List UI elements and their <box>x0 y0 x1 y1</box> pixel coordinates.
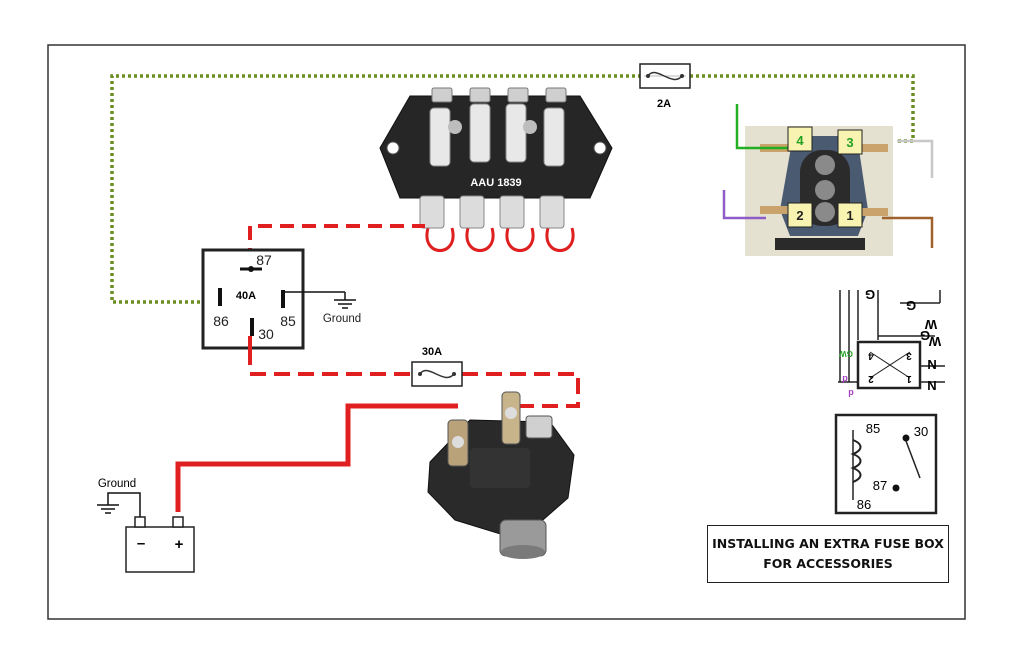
relay-sch-85: 85 <box>866 421 880 436</box>
switch-terminal-3: 3 <box>846 135 853 150</box>
fuse-box <box>379 87 613 252</box>
relay-pin-30: 30 <box>258 326 274 342</box>
fuse-30a <box>411 361 463 387</box>
diagram-title: INSTALLING AN EXTRA FUSE BOX FOR ACCESSO… <box>707 525 949 583</box>
sch-w2: W <box>928 334 941 349</box>
diagram-frame <box>47 44 966 620</box>
relay <box>201 248 356 350</box>
relay-pin-86: 86 <box>213 313 229 329</box>
sch-t2: 2 <box>868 373 874 384</box>
battery-feed-wire <box>175 403 458 512</box>
fuse-2a <box>639 63 691 89</box>
relay-to-solenoid-wire <box>248 336 580 408</box>
relay-sch-86: 86 <box>857 497 871 512</box>
sch-g1: G <box>865 287 875 302</box>
sch-p2: p <box>848 387 854 397</box>
relay-schematic <box>834 413 938 515</box>
fuse-box-label: AAU 1839 <box>470 177 521 189</box>
switch-terminal-4: 4 <box>796 133 804 148</box>
sch-p1: p <box>842 373 848 383</box>
relay-rating: 40A <box>236 290 256 302</box>
starter-solenoid <box>427 391 575 559</box>
switch-terminal-1: 1 <box>846 208 853 223</box>
relay-pin-87: 87 <box>256 252 272 268</box>
battery-ground-label: Ground <box>98 478 136 490</box>
fuse-30a-label: 30A <box>422 346 442 358</box>
relay-sch-87: 87 <box>873 478 887 493</box>
relay-ground-label: Ground <box>323 313 361 325</box>
relay-pin-85: 85 <box>280 313 296 329</box>
sch-n2: N <box>927 378 936 393</box>
battery-plus: + <box>175 536 184 553</box>
battery <box>97 492 195 573</box>
ignition-switch <box>722 104 934 256</box>
battery-minus: – <box>137 535 145 552</box>
switch-terminal-2: 2 <box>796 208 803 223</box>
sch-g2: G <box>906 298 916 313</box>
sch-t1: 1 <box>906 373 912 384</box>
fuse-2a-label: 2A <box>657 98 671 110</box>
sch-gw: GW <box>839 349 853 358</box>
sch-t3: 3 <box>906 350 912 361</box>
switch-schematic <box>838 290 945 390</box>
title-line-1: INSTALLING AN EXTRA FUSE BOX <box>712 536 944 551</box>
relay-sch-30: 30 <box>914 424 928 439</box>
sch-w1: W <box>924 317 937 332</box>
sch-n1: N <box>927 357 936 372</box>
sch-g3: G <box>920 328 930 343</box>
sch-t4: 4 <box>868 350 874 361</box>
title-line-2: FOR ACCESSORIES <box>763 556 893 571</box>
switch-schematic-labels: G G G W W N N 4 3 2 1 GW p p <box>839 287 941 397</box>
